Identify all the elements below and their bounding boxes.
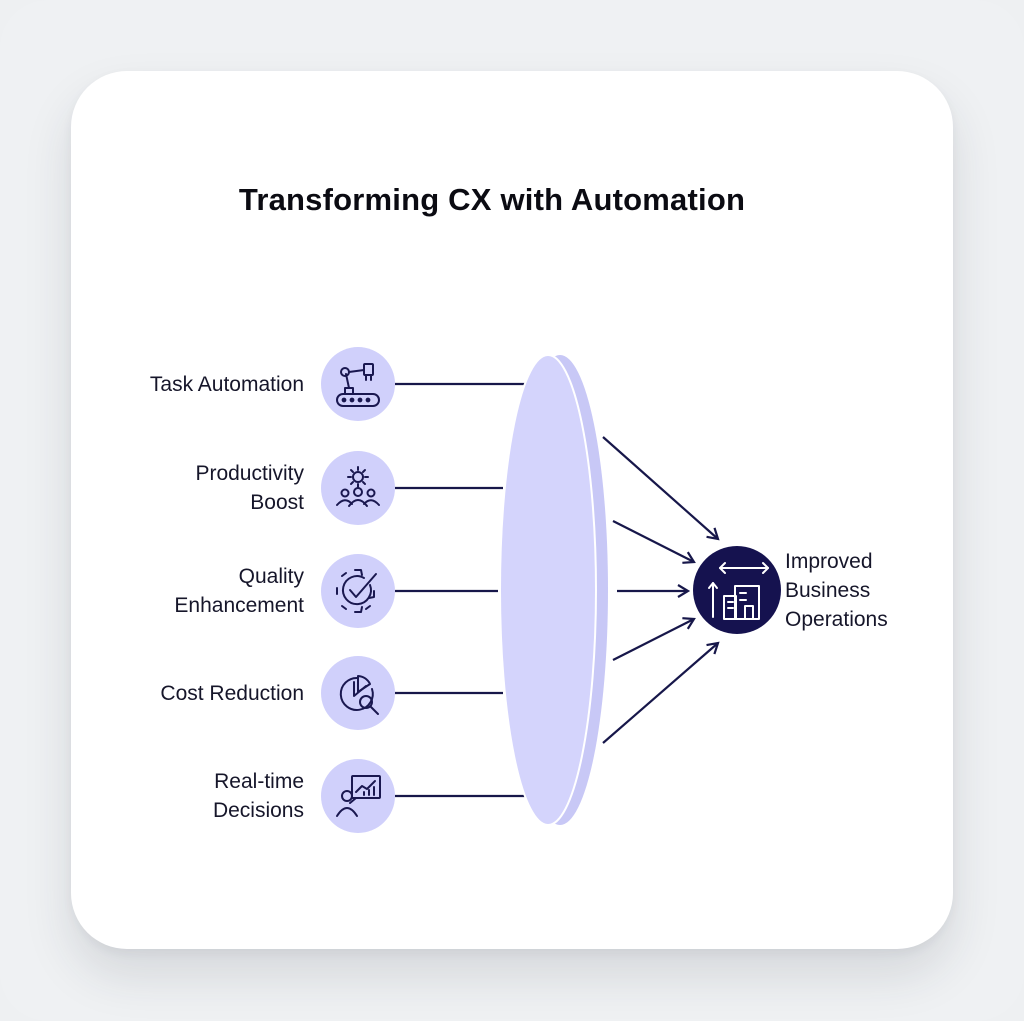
output-label: Improved Business Operations: [785, 550, 888, 631]
team-gear-icon: [336, 466, 380, 507]
converging-lens: [499, 354, 608, 826]
input-node-real-time-decisions: [321, 759, 395, 833]
input-node-task-automation: [321, 347, 395, 421]
pie-chart-magnifier-icon: [339, 675, 379, 715]
input-node-productivity-boost: [321, 451, 395, 525]
input-connectors: [395, 382, 527, 798]
input-node-cost-reduction: [321, 656, 395, 730]
input-label-cost-reduction: Cost Reduction: [160, 682, 304, 705]
input-label-productivity-boost: Productivity Boost: [195, 462, 304, 514]
presenter-chart-icon: [336, 775, 381, 817]
robot-arm-conveyor-icon: [336, 363, 380, 407]
input-label-real-time-decisions: Real-time Decisions: [212, 770, 304, 822]
input-node-quality-enhancement: [321, 554, 395, 628]
gear-checkmark-icon: [336, 569, 377, 613]
arrow-2: [612, 520, 696, 564]
input-label-task-automation: Task Automation: [149, 373, 304, 396]
output-node-improved-business-operations: [693, 546, 781, 634]
diagram-title: Transforming CX with Automation: [238, 182, 746, 217]
input-label-quality-enhancement: Quality Enhancement: [174, 565, 304, 617]
buildings-growth-icon: [708, 562, 769, 620]
arrow-5: [602, 641, 720, 744]
arrow-4: [612, 617, 696, 661]
arrow-1: [602, 436, 720, 541]
output-arrows: [602, 436, 720, 744]
